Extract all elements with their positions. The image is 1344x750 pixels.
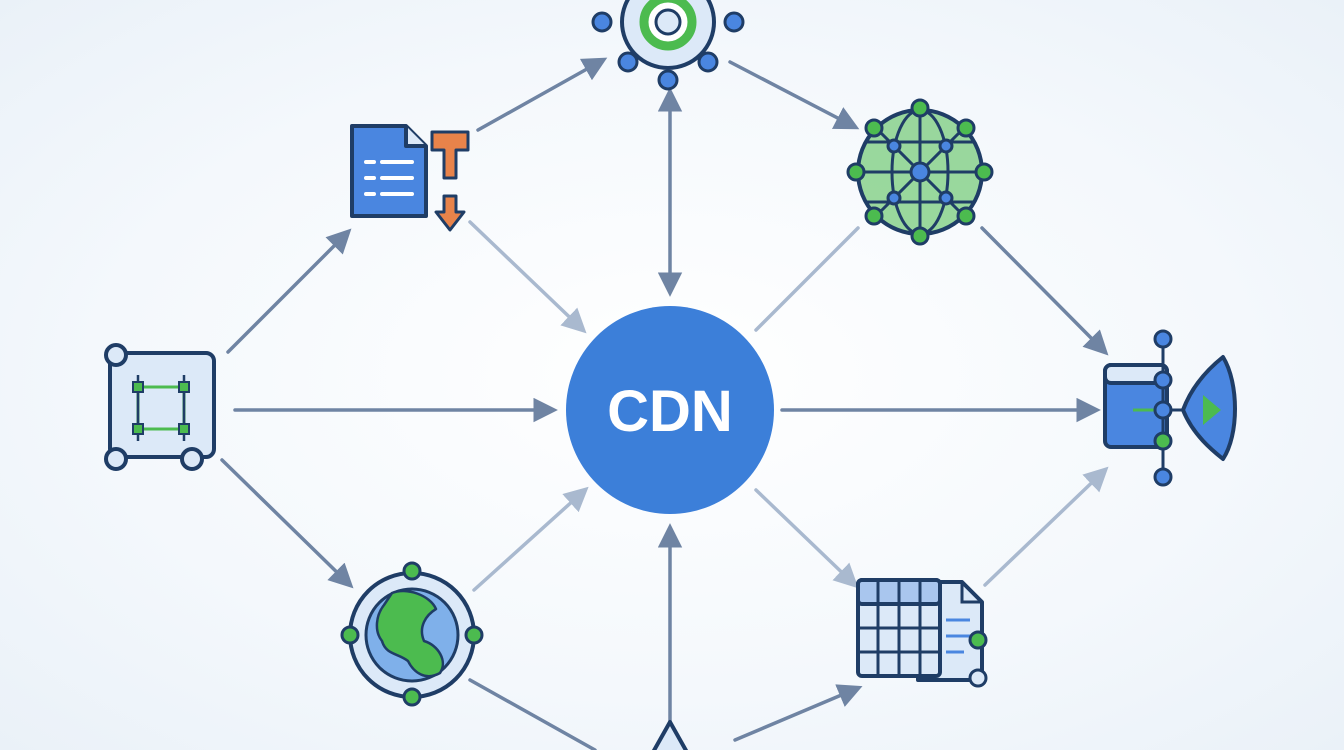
hub-label: CDN bbox=[607, 379, 733, 444]
arrow-upload-doc-to-hub bbox=[468, 220, 587, 334]
line-network-globe-to-hub bbox=[754, 226, 860, 332]
network-globe-icon bbox=[846, 98, 994, 246]
arrow-gear-to-network-globe bbox=[728, 60, 860, 130]
arrow-origin-to-globe bbox=[220, 458, 354, 589]
cdn-hub: CDN bbox=[566, 306, 774, 514]
globe-icon bbox=[340, 561, 484, 707]
arrow-data-table-to-edge bbox=[983, 466, 1109, 587]
spreadsheet-icon bbox=[856, 578, 988, 688]
arrow-globe-to-hub bbox=[472, 486, 589, 592]
bottom-node-icon bbox=[651, 720, 689, 750]
arrow-bottom-to-data-table bbox=[733, 684, 863, 742]
edge-server-icon bbox=[1103, 329, 1237, 487]
arrow-network-globe-to-edge bbox=[980, 226, 1109, 356]
document-upload-icon bbox=[350, 124, 470, 232]
connectors bbox=[220, 57, 1109, 750]
server-box-icon bbox=[104, 343, 216, 471]
arrow-origin-to-upload-doc bbox=[226, 228, 352, 354]
line-globe-to-bottom bbox=[468, 678, 597, 750]
arrow-hub-to-data-table bbox=[754, 488, 859, 589]
gear-icon bbox=[591, 0, 745, 91]
arrow-upload-doc-to-gear bbox=[476, 57, 608, 132]
